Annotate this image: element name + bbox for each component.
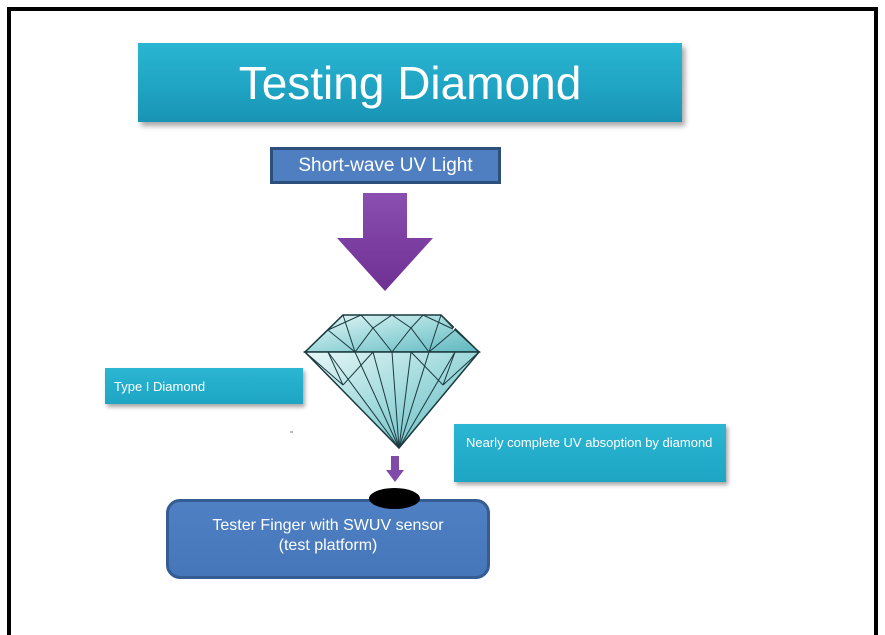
small-down-arrow-icon [386,456,404,482]
slide-title-text: Testing Diamond [238,56,582,109]
platform-line-2: (test platform) [278,537,378,554]
platform-line-1: Tester Finger with SWUV sensor [212,517,444,534]
speck [290,431,293,433]
slide-title: Testing Diamond [138,43,682,122]
diamond-icon [303,314,481,450]
uv-light-label: Short-wave UV Light [298,154,473,176]
type-diamond-label: Type I Diamond [114,378,206,394]
test-platform: Tester Finger with SWUV sensor (test pla… [166,499,490,579]
absorption-label: Nearly complete UV absoption by diamond [466,435,713,450]
type-diamond-label-box: Type I Diamond [105,368,303,404]
down-arrow-icon [337,193,433,291]
sensor-dot-icon [369,488,420,509]
uv-light-box: Short-wave UV Light [270,147,501,184]
absorption-label-box: Nearly complete UV absoption by diamond [454,424,726,482]
